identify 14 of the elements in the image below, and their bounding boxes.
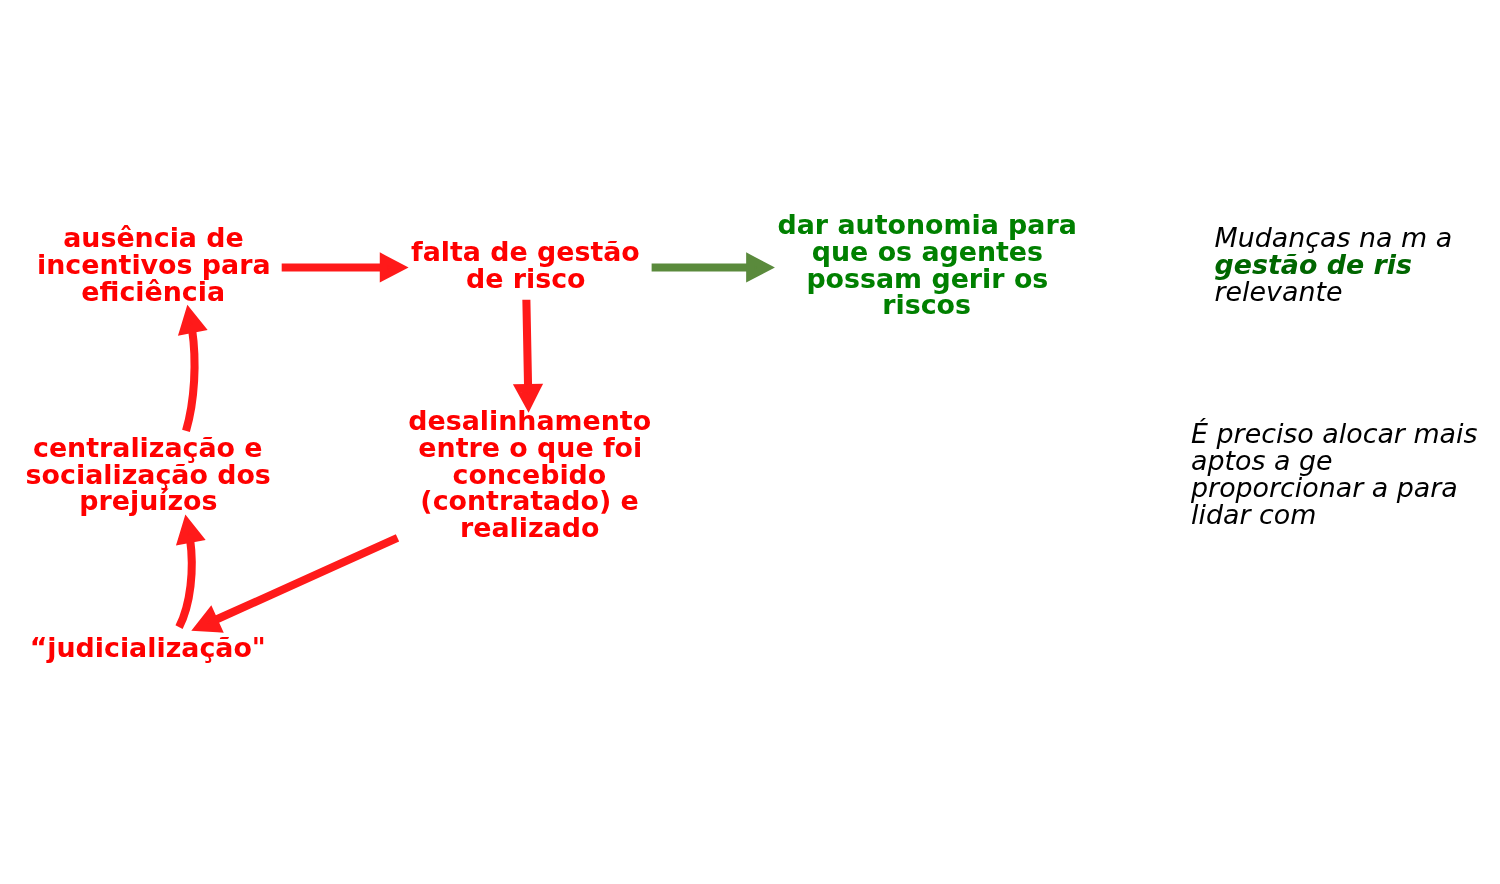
node-text: dar autonomia para que os agentes possam gerir os riscos [777, 208, 1077, 321]
node-text: centralização e socialização dos prejuízos [25, 431, 271, 517]
arrow [177, 304, 208, 432]
node-text: “judicialização" [29, 631, 266, 663]
arrow [651, 252, 775, 283]
label: É preciso alocar mais aptos a ge proporcionar a para lidar com [1191, 418, 1478, 530]
arrow [191, 534, 400, 633]
arrow [175, 514, 206, 629]
node-text: falta de gestão de risco [410, 235, 640, 294]
arrow [512, 299, 544, 413]
arrow [281, 252, 409, 283]
node-text: desalinhamento entre o que foi concebido (contratado) e realizado [408, 404, 652, 544]
label: Mudanças na m a gestão de ris relevante [1214, 222, 1453, 308]
node-text: ausência de incentivos para eficiência [37, 222, 271, 308]
